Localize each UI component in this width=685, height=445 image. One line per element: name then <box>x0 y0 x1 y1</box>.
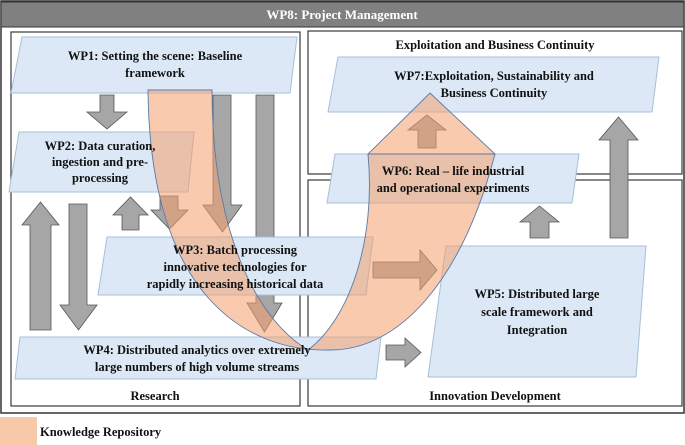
exploitation-label: Exploitation and Business Continuity <box>395 38 595 52</box>
arrow-down-icon <box>59 203 98 331</box>
wp2-label: WP2: Data curation,ingestion and pre-pro… <box>45 139 156 185</box>
arrow-up-icon <box>518 205 561 239</box>
legend-swatch <box>0 417 37 445</box>
innovation-label: Innovation Development <box>429 389 561 403</box>
wp7-box <box>327 56 660 113</box>
arrow-up-icon <box>598 116 639 239</box>
diagram-title: WP8: Project Management <box>266 7 418 22</box>
arrow-down-icon <box>85 94 129 130</box>
legend-label: Knowledge Repository <box>40 425 162 439</box>
wp1-box <box>10 36 298 94</box>
arrow-up-icon <box>112 196 149 231</box>
research-label: Research <box>130 389 179 403</box>
title-bar <box>0 1 685 28</box>
arrow-right-icon <box>385 337 422 368</box>
wp4-label: WP4: Distributed analytics over extremel… <box>83 343 311 374</box>
wp5-box <box>427 245 647 378</box>
arrow-up-icon <box>21 201 60 331</box>
knowledge-repository-band <box>147 89 497 351</box>
